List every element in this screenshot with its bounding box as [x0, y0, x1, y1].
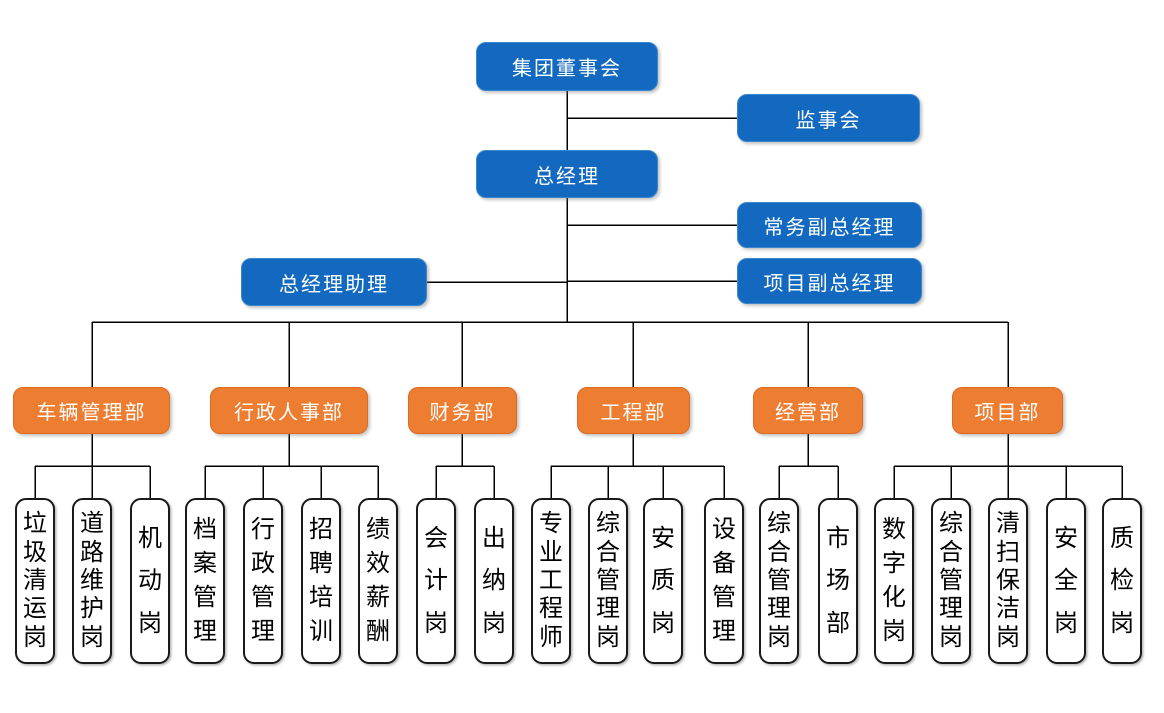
node-gm-assistant: 总经理助理 — [241, 258, 427, 306]
dept-vehicle-management: 车辆管理部 — [13, 387, 170, 434]
position-node: 清扫保洁岗 — [988, 498, 1028, 664]
position-node: 会计岗 — [416, 498, 456, 664]
dept-finance: 财务部 — [408, 387, 517, 434]
position-node: 招聘培训 — [301, 498, 341, 664]
node-supervisory-board: 监事会 — [737, 94, 920, 142]
position-node: 行政管理 — [243, 498, 283, 664]
dept-operations: 经营部 — [753, 387, 863, 434]
position-node: 质检岗 — [1102, 498, 1142, 664]
node-project-deputy-gm: 项目副总经理 — [737, 258, 922, 304]
position-node: 出纳岗 — [474, 498, 514, 664]
position-node: 机动岗 — [130, 498, 170, 664]
position-node: 综合管理岗 — [759, 498, 799, 664]
dept-engineering: 工程部 — [577, 387, 690, 434]
node-exec-deputy-gm: 常务副总经理 — [737, 202, 922, 248]
node-group-board: 集团董事会 — [476, 42, 658, 91]
position-node: 绩效薪酬 — [358, 498, 398, 664]
position-node: 安全岗 — [1046, 498, 1086, 664]
position-node: 专业工程师 — [531, 498, 571, 664]
position-node: 综合管理岗 — [588, 498, 628, 664]
position-node: 设备管理 — [704, 498, 744, 664]
position-node: 综合管理岗 — [931, 498, 971, 664]
position-node: 道路维护岗 — [72, 498, 112, 664]
position-node: 垃圾清运岗 — [15, 498, 55, 664]
dept-admin-hr: 行政人事部 — [210, 387, 368, 434]
node-general-manager: 总经理 — [476, 150, 658, 198]
position-node: 数字化岗 — [874, 498, 914, 664]
position-node: 市场部 — [818, 498, 858, 664]
position-node: 档案管理 — [185, 498, 225, 664]
dept-project: 项目部 — [952, 387, 1063, 434]
position-node: 安质岗 — [643, 498, 683, 664]
